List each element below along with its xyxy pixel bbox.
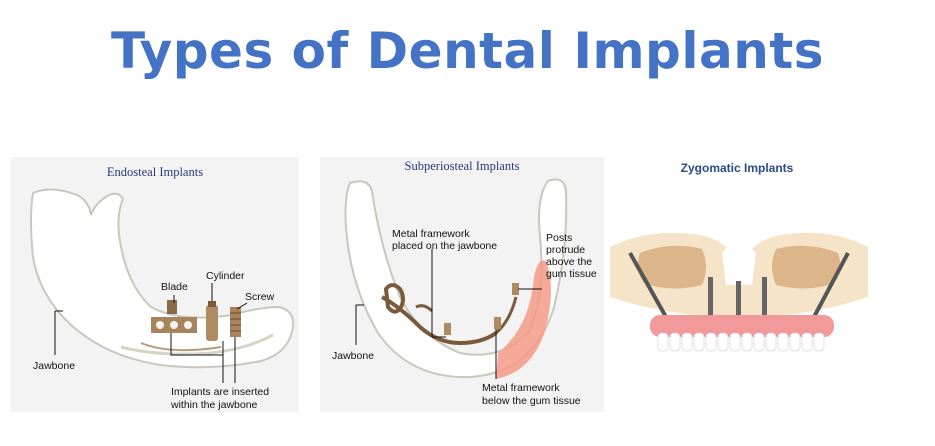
zygomatic-implant-left — [628, 252, 668, 318]
endosteal-title: Endosteal Implants — [107, 165, 203, 179]
nerve-channel — [140, 342, 222, 352]
label-inserted-line2: within the jawbone — [170, 399, 258, 411]
screw-implant — [230, 307, 241, 337]
label-cylinder: Cylinder — [206, 270, 245, 282]
label-below-line1: Metal framework — [482, 382, 560, 394]
label-jawbone: Jawbone — [332, 350, 374, 362]
jawbone-shape — [344, 178, 568, 379]
cylinder-implant — [206, 301, 218, 341]
implant-3 — [762, 277, 767, 315]
label-jawbone: Jawbone — [33, 360, 75, 372]
label-framework-line1: Metal framework — [392, 228, 470, 240]
post-2 — [494, 317, 501, 329]
label-framework-line2: placed on the jawbone — [392, 240, 497, 252]
jawbone-canal — [120, 333, 274, 356]
label-posts-line3: above the — [546, 256, 592, 268]
subperiosteal-title: Subperiosteal Implants — [405, 159, 520, 173]
gum-bar — [650, 315, 834, 337]
subperiosteal-panel: Subperiosteal Implants Metal framework p… — [320, 157, 604, 412]
gum-tissue — [496, 260, 551, 379]
post-1 — [444, 323, 451, 335]
label-screw: Screw — [245, 291, 275, 303]
label-posts-line2: protrude — [546, 244, 585, 256]
jawbone-shape — [30, 188, 295, 369]
nasal-cavity — [722, 246, 756, 285]
page-title: Types of Dental Implants — [111, 22, 824, 80]
label-posts-line4: gum tissue — [546, 268, 597, 280]
zygomatic-panel: Zygomatic Implants — [610, 157, 880, 367]
label-blade: Blade — [161, 281, 188, 293]
zygomatic-implant-right — [812, 252, 850, 318]
implant-2 — [736, 281, 741, 315]
implant-1 — [708, 277, 713, 315]
blade-implant — [151, 300, 197, 333]
post-3 — [512, 283, 519, 295]
teeth-row — [657, 332, 825, 352]
label-inserted-line1: Implants are inserted — [171, 386, 269, 398]
zygomatic-title: Zygomatic Implants — [681, 161, 794, 175]
endosteal-panel: Endosteal Implants — [11, 157, 299, 412]
sinus-left — [637, 245, 706, 289]
label-below-line2: below the gum tissue — [482, 395, 581, 407]
sinus-right — [772, 245, 841, 289]
label-posts-line1: Posts — [546, 232, 572, 244]
